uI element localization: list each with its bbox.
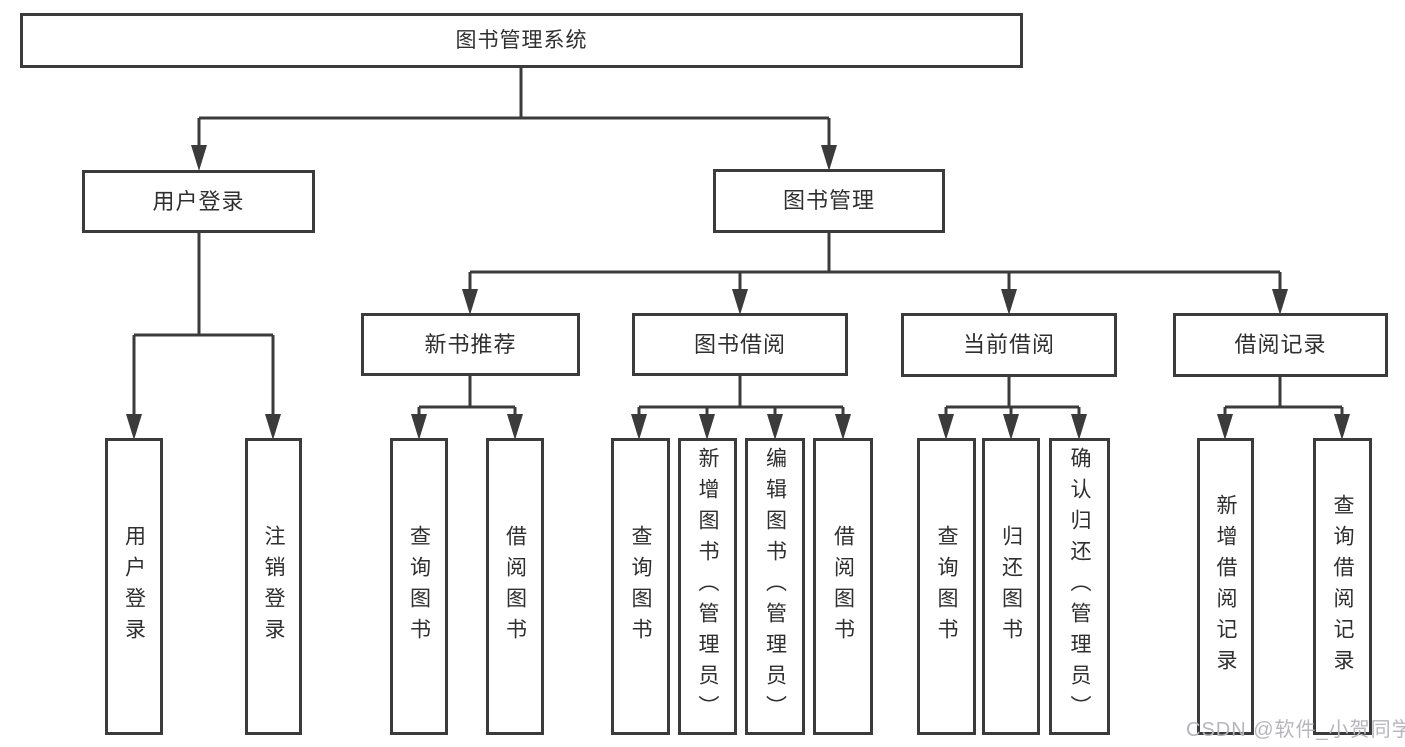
connector-new-book-rec xyxy=(417,376,517,418)
node-leaf-add-record: 新增借阅记录 xyxy=(1197,438,1254,735)
connector-root xyxy=(197,66,831,150)
arrow-icon xyxy=(1334,414,1350,440)
connector-book-borrow xyxy=(637,376,845,418)
connector-user-login xyxy=(132,233,275,418)
arrow-icon xyxy=(507,414,523,440)
node-leaf-query-record: 查询借阅记录 xyxy=(1313,438,1372,735)
node-current-borrow: 当前借阅 xyxy=(901,313,1117,377)
node-book-borrow: 图书借阅 xyxy=(632,313,848,376)
arrow-icon xyxy=(1217,414,1233,440)
node-leaf-confirm-return: 确认归还（管理员） xyxy=(1049,438,1110,735)
node-leaf-query-book-1: 查询图书 xyxy=(390,438,448,735)
node-leaf-query-book-3: 查询图书 xyxy=(917,438,976,735)
connector-current-borrow xyxy=(944,376,1081,418)
arrow-icon xyxy=(265,414,281,440)
arrow-icon xyxy=(835,414,851,440)
arrow-icon xyxy=(938,414,954,440)
node-leaf-query-book-2: 查询图书 xyxy=(611,438,670,735)
arrow-icon xyxy=(767,414,783,440)
connector-book-mgmt xyxy=(468,233,1282,294)
node-leaf-user-login: 用户登录 xyxy=(105,438,163,735)
node-leaf-return-book: 归还图书 xyxy=(982,438,1040,735)
arrow-icon xyxy=(191,145,207,171)
node-leaf-edit-book: 编辑图书（管理员） xyxy=(745,438,805,735)
node-borrow-records: 借阅记录 xyxy=(1173,313,1388,377)
arrow-icon xyxy=(699,414,715,440)
node-leaf-add-book: 新增图书（管理员） xyxy=(678,438,737,735)
arrow-icon xyxy=(732,289,748,315)
arrow-icon xyxy=(1272,289,1288,315)
arrow-icon xyxy=(411,414,427,440)
node-root: 图书管理系统 xyxy=(20,13,1023,68)
node-leaf-borrow-book-2: 借阅图书 xyxy=(813,438,873,735)
connector-borrow-records xyxy=(1223,376,1344,418)
watermark: CSDN @软件_小贺同学 xyxy=(1186,719,1405,741)
arrow-icon xyxy=(1003,414,1019,440)
node-book-mgmt: 图书管理 xyxy=(713,169,945,233)
arrow-icon xyxy=(1001,289,1017,315)
node-new-book-rec: 新书推荐 xyxy=(361,313,580,376)
node-leaf-logout: 注销登录 xyxy=(245,438,302,735)
arrow-icon xyxy=(126,414,142,440)
arrow-icon xyxy=(1071,414,1087,440)
node-user-login: 用户登录 xyxy=(82,170,315,233)
arrow-icon xyxy=(821,145,837,171)
arrow-icon xyxy=(631,414,647,440)
node-leaf-borrow-book-1: 借阅图书 xyxy=(486,438,544,735)
arrow-icon xyxy=(462,289,478,315)
